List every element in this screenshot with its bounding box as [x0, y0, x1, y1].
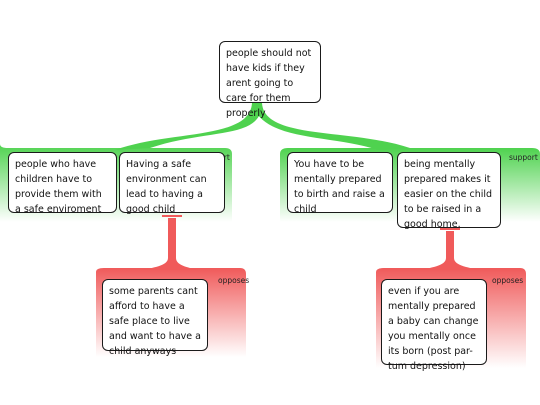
oppose-connector-right	[418, 231, 482, 270]
premise-node-mentally-prepared[interactable]: You have to be mentally prepared to birt…	[287, 152, 393, 215]
opposes-label-right: opposes	[492, 276, 524, 285]
objection-node-post-partum[interactable]: even if you are mentally prepared a baby…	[381, 279, 487, 372]
premise-node-safe-environment-good-child[interactable]: Having a safe environment can lead to ha…	[119, 152, 225, 215]
oppose-connector-left	[140, 218, 200, 270]
premise-node-safe-enviroment[interactable]: people who have children have to provide…	[8, 152, 117, 215]
support-label-right: support	[509, 153, 538, 162]
premise-node-easier-on-child[interactable]: being mentally prepared makes it easier …	[397, 152, 501, 230]
objection-node-cant-afford[interactable]: some parents cant afford to have a safe …	[102, 279, 208, 357]
support-connector-left	[115, 103, 262, 150]
support-connector-right	[252, 103, 410, 150]
claim-node[interactable]: people should not have kids if they aren…	[219, 41, 321, 119]
opposes-label-left: opposes	[218, 276, 250, 285]
